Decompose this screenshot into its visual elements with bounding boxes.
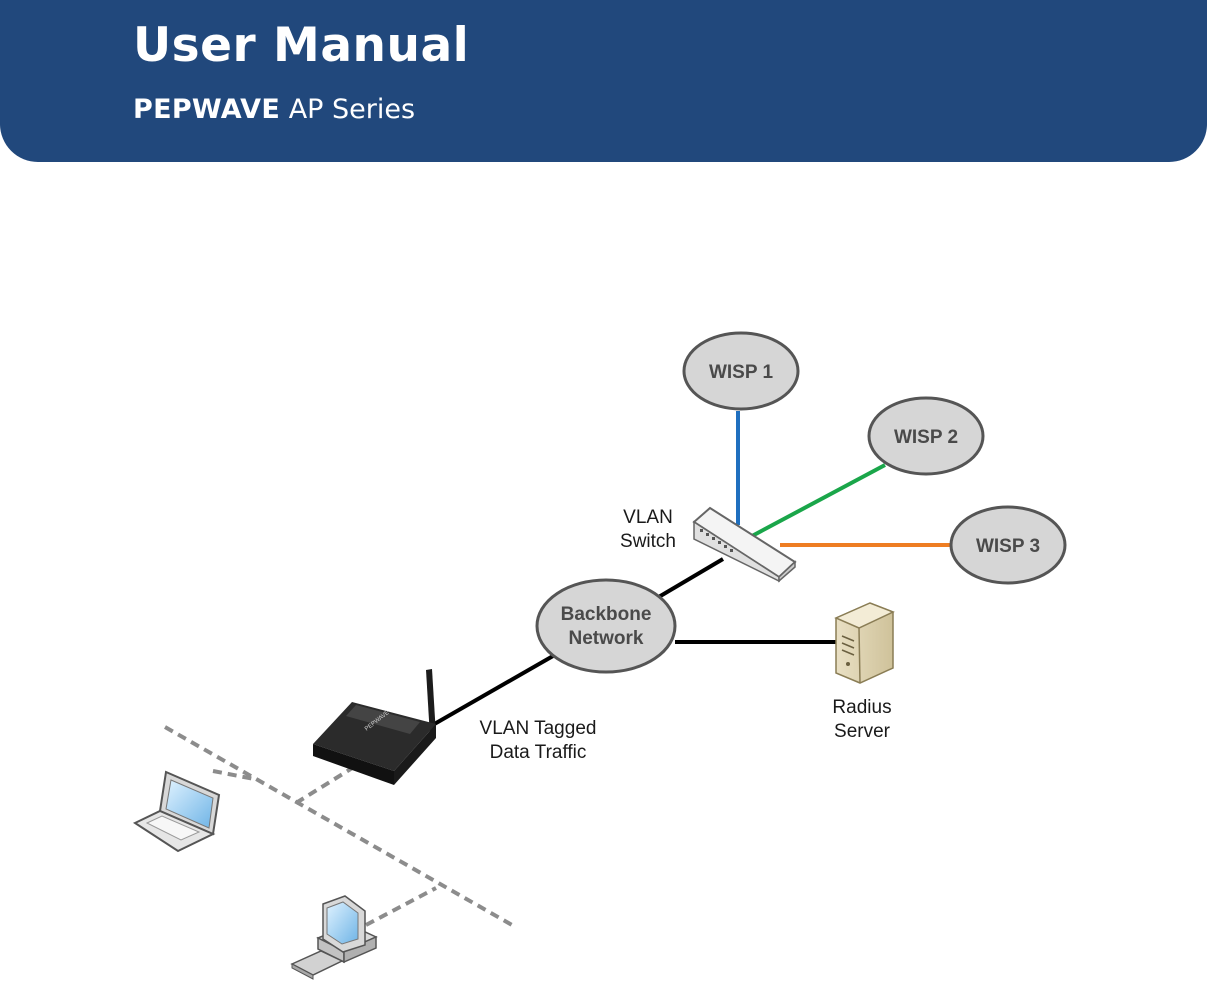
desktop-computer-icon bbox=[292, 896, 376, 979]
radius-server-icon bbox=[836, 603, 893, 683]
laptop-icon bbox=[135, 772, 219, 851]
vlan-switch-label-line2: Switch bbox=[620, 531, 676, 552]
backbone-label-line1: Backbone bbox=[561, 604, 652, 625]
link-wisp2 bbox=[752, 465, 885, 536]
wisp2-label: WISP 2 bbox=[894, 427, 958, 448]
wisp3-node: WISP 3 bbox=[951, 507, 1065, 583]
traffic-label-line2: Data Traffic bbox=[490, 742, 587, 763]
vlan-switch-label-line1: VLAN bbox=[623, 507, 673, 528]
wired-links bbox=[410, 411, 950, 738]
traffic-label-line1: VLAN Tagged bbox=[480, 718, 597, 739]
wisp1-node: WISP 1 bbox=[684, 333, 798, 409]
backbone-label-line2: Network bbox=[569, 628, 644, 649]
wisp2-node: WISP 2 bbox=[869, 398, 983, 474]
wisp3-label: WISP 3 bbox=[976, 536, 1040, 557]
radius-server-label-line1: Radius bbox=[832, 697, 891, 718]
backbone-network-node: Backbone Network bbox=[537, 580, 675, 672]
radius-server-label-line2: Server bbox=[834, 721, 891, 742]
wisp1-label: WISP 1 bbox=[709, 362, 773, 383]
link-switch-backbone bbox=[657, 559, 723, 598]
wireless-link-desktop bbox=[366, 888, 436, 925]
access-point-icon: PEPWAVE bbox=[313, 669, 436, 785]
